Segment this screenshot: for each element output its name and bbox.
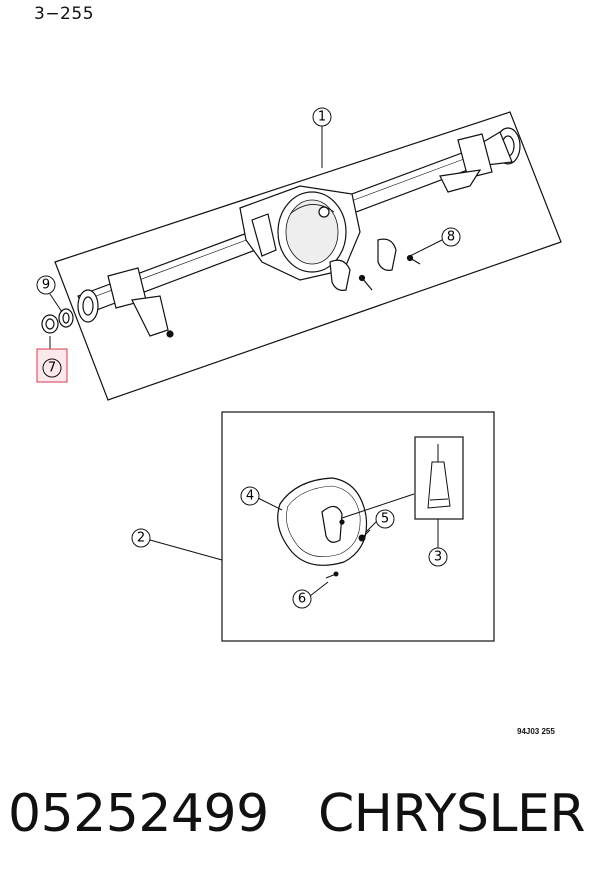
drawing-id: 94J03 255 (517, 727, 555, 736)
svg-text:5: 5 (381, 512, 389, 527)
callout-3: 3 (428, 547, 448, 567)
callout-8: 8 (441, 227, 461, 247)
svg-text:9: 9 (42, 278, 50, 293)
callout-7: 7 (42, 358, 62, 378)
cover-bolts (325, 529, 371, 579)
axle-housing-drawing (77, 127, 521, 338)
page-code: 3−255 (34, 4, 95, 24)
callout-1: 1 (312, 107, 332, 127)
differential-cover (277, 477, 368, 566)
svg-text:3: 3 (434, 550, 442, 565)
callout-2: 2 (131, 528, 151, 548)
axle-parts-diagram: 1 8 9 7 4 5 3 2 6 (36, 107, 562, 642)
axle-assembly-frame (54, 111, 562, 401)
cover-kit-frame (221, 411, 495, 642)
callout-5: 5 (375, 509, 395, 529)
svg-text:6: 6 (298, 592, 306, 607)
svg-text:1: 1 (318, 110, 326, 125)
callout-4: 4 (240, 486, 260, 506)
part-number: 05252499 (8, 784, 269, 844)
axle-seal-and-bearing (41, 308, 74, 334)
svg-text:4: 4 (246, 489, 254, 504)
sealant-tube (427, 444, 451, 509)
sealant-box (414, 436, 464, 520)
brand-name: CHRYSLER (318, 784, 585, 844)
svg-text:2: 2 (137, 531, 145, 546)
callout-9: 9 (36, 275, 56, 295)
svg-text:7: 7 (48, 361, 56, 376)
callout-6: 6 (292, 589, 312, 609)
lower-leader-lines (149, 493, 439, 597)
svg-text:8: 8 (447, 230, 455, 245)
